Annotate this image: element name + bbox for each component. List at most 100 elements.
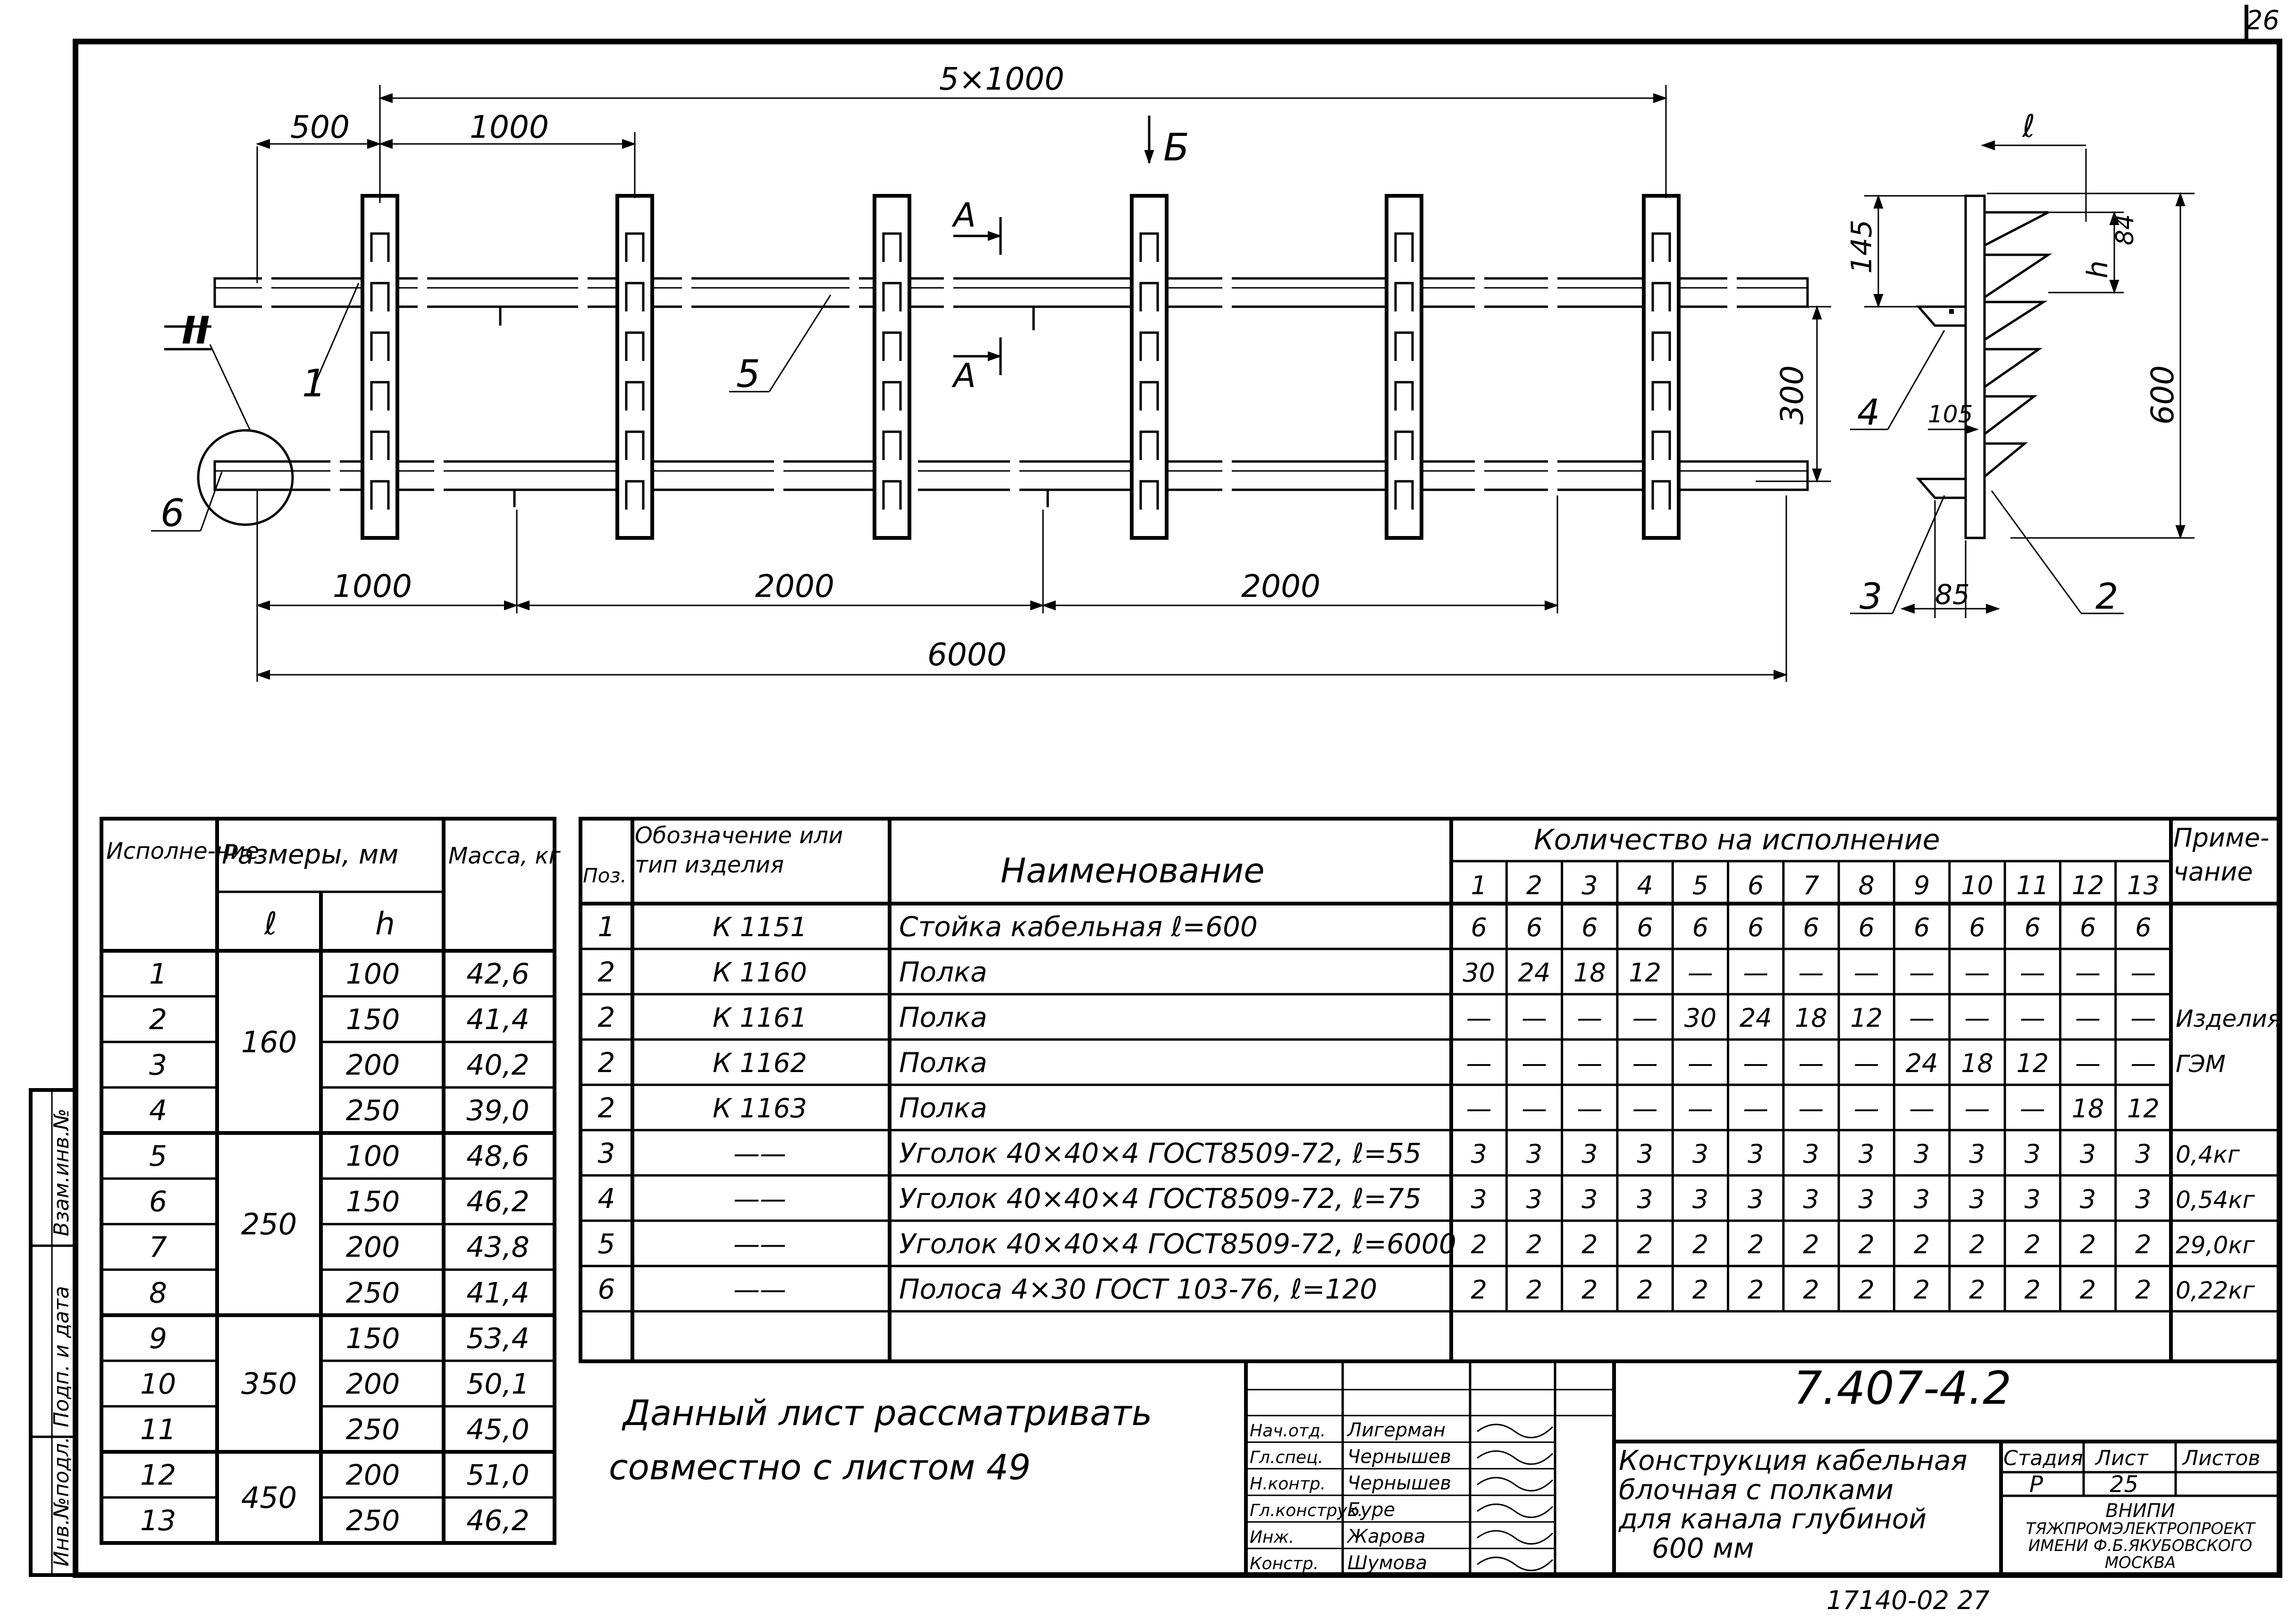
st-qty: — — [1522, 1003, 1547, 1033]
st-qty: — — [1743, 958, 1768, 988]
st-qty: — — [1522, 1094, 1547, 1123]
st-pos: 5 — [598, 1228, 615, 1260]
signature-icon — [1477, 1530, 1554, 1545]
vt-header-mass: Масса, кг — [448, 843, 561, 869]
st-qty: 2 — [1969, 1275, 1985, 1305]
callout-2: 2 — [2095, 575, 2118, 617]
post — [1385, 194, 1423, 540]
dim-600: 600 — [2145, 365, 2181, 425]
st-variant-number: 12 — [2072, 871, 2104, 900]
st-designation: К 1151 — [713, 912, 807, 943]
sheet-frame — [73, 5, 2282, 1578]
dim-300: 300 — [1774, 365, 1810, 425]
dim-1000-bottom: 1000 — [333, 568, 412, 604]
st-designation: К 1161 — [713, 1003, 807, 1033]
vt-h-value: 200 — [346, 1459, 400, 1492]
tb-name: Лигерман — [1346, 1419, 1446, 1441]
st-qty: — — [1909, 958, 1934, 988]
st-qty: 3 — [1471, 1139, 1487, 1169]
vt-mass-value: 39,0 — [466, 1094, 530, 1127]
vt-h-value: 250 — [346, 1504, 400, 1537]
st-qty: 3 — [1859, 1139, 1875, 1169]
st-header-note: Приме-чание — [2173, 823, 2270, 887]
st-qty: 2 — [1637, 1275, 1653, 1305]
st-qty: 6 — [2025, 913, 2041, 942]
st-qty: 2 — [1692, 1275, 1708, 1305]
st-qty: 2 — [2080, 1230, 2096, 1259]
dim-85: 85 — [1935, 578, 1970, 611]
dim-2000-b: 2000 — [1241, 568, 1320, 604]
dim-145: 145 — [1845, 219, 1878, 274]
st-qty: 3 — [2025, 1184, 2041, 1214]
vt-variant-number: 6 — [149, 1185, 167, 1218]
st-qty: 3 — [1637, 1139, 1653, 1169]
tb-org-line: ИМЕНИ Ф.Б.ЯКУБОВСКОГО — [2028, 1536, 2253, 1555]
st-qty: 3 — [1969, 1139, 1985, 1169]
st-qty: 12 — [2016, 1048, 2049, 1078]
st-qty: — — [1799, 1048, 1824, 1078]
section-a-lower: А — [951, 356, 976, 395]
st-qty: 6 — [1692, 913, 1708, 942]
st-qty: — — [1743, 1094, 1768, 1123]
callout-3: 3 — [1859, 575, 1882, 617]
st-qty: — — [1688, 1048, 1713, 1078]
st-qty: 3 — [2080, 1139, 2096, 1169]
vt-h-value: 100 — [346, 1140, 400, 1173]
st-qty: 3 — [2135, 1139, 2151, 1169]
vt-mass-value: 42,6 — [466, 958, 530, 991]
st-qty: 6 — [1471, 913, 1487, 942]
st-note: 0,22кг — [2176, 1277, 2255, 1304]
st-qty: 3 — [2135, 1184, 2151, 1214]
st-qty: — — [1577, 1048, 1602, 1078]
st-name: Полка — [899, 956, 987, 988]
st-qty: — — [1466, 1048, 1492, 1078]
st-qty: — — [2020, 958, 2045, 988]
st-qty: — — [1688, 958, 1713, 988]
st-qty: 3 — [1859, 1184, 1875, 1214]
post — [361, 194, 399, 540]
tb-title-line: для канала глубиной — [1618, 1503, 1926, 1535]
title-block: 7.407-4.2 Стадия Лист Листов Р 25 Нач.от… — [1244, 1359, 2281, 1577]
st-qty: — — [2020, 1094, 2045, 1123]
sheet-value: 25 — [2110, 1471, 2138, 1498]
vt-h-value: 150 — [346, 1322, 400, 1355]
vt-variant-number: 7 — [149, 1231, 167, 1264]
st-note: ГЭМ — [2176, 1050, 2226, 1078]
st-qty: 2 — [2025, 1275, 2041, 1305]
st-qty: 6 — [1637, 913, 1653, 942]
tb-title-line: 600 мм — [1652, 1532, 1754, 1564]
stamp-inv-original: Инв.№подл. — [50, 1436, 74, 1567]
st-qty: — — [1909, 1094, 1934, 1123]
vt-mass-value: 50,1 — [466, 1367, 530, 1400]
detail-circle-ii — [197, 429, 294, 526]
vt-h-value: 200 — [346, 1231, 400, 1264]
st-qty: 3 — [1526, 1139, 1542, 1169]
note-line-1: Данный лист рассматривать — [622, 1393, 1152, 1434]
dim-84: 84 — [2111, 214, 2139, 245]
tb-name: Буре — [1347, 1499, 1395, 1521]
st-designation: —— — [733, 1274, 786, 1305]
tb-name: Чернышев — [1347, 1473, 1451, 1494]
vt-variant-number: 8 — [149, 1276, 167, 1309]
st-qty: — — [2075, 958, 2101, 988]
dim-500: 500 — [290, 109, 350, 145]
st-header-designation: Обозначение или тип изделия — [635, 822, 843, 878]
st-designation: К 1162 — [713, 1048, 807, 1079]
spec-table: Поз. Обозначение или тип изделия Наимено… — [579, 817, 2281, 1363]
st-pos: 4 — [598, 1182, 615, 1215]
stage-label: Стадия — [2003, 1446, 2083, 1470]
st-qty: 2 — [1526, 1275, 1542, 1305]
sheet-label: Лист — [2094, 1446, 2149, 1470]
st-variant-number: 4 — [1637, 871, 1653, 900]
callout-1: 1 — [302, 361, 326, 405]
st-pos: 3 — [598, 1137, 615, 1169]
st-qty: — — [2130, 1003, 2156, 1033]
stamp-sign-date: Подп. и дата — [50, 1286, 74, 1427]
dim-2000-a: 2000 — [755, 568, 834, 604]
st-qty: 6 — [2135, 913, 2151, 942]
vt-mass-value: 46,2 — [466, 1504, 530, 1537]
st-variant-number: 2 — [1526, 871, 1542, 900]
signature-icon — [1477, 1424, 1554, 1439]
bar-breaks — [262, 271, 1737, 497]
